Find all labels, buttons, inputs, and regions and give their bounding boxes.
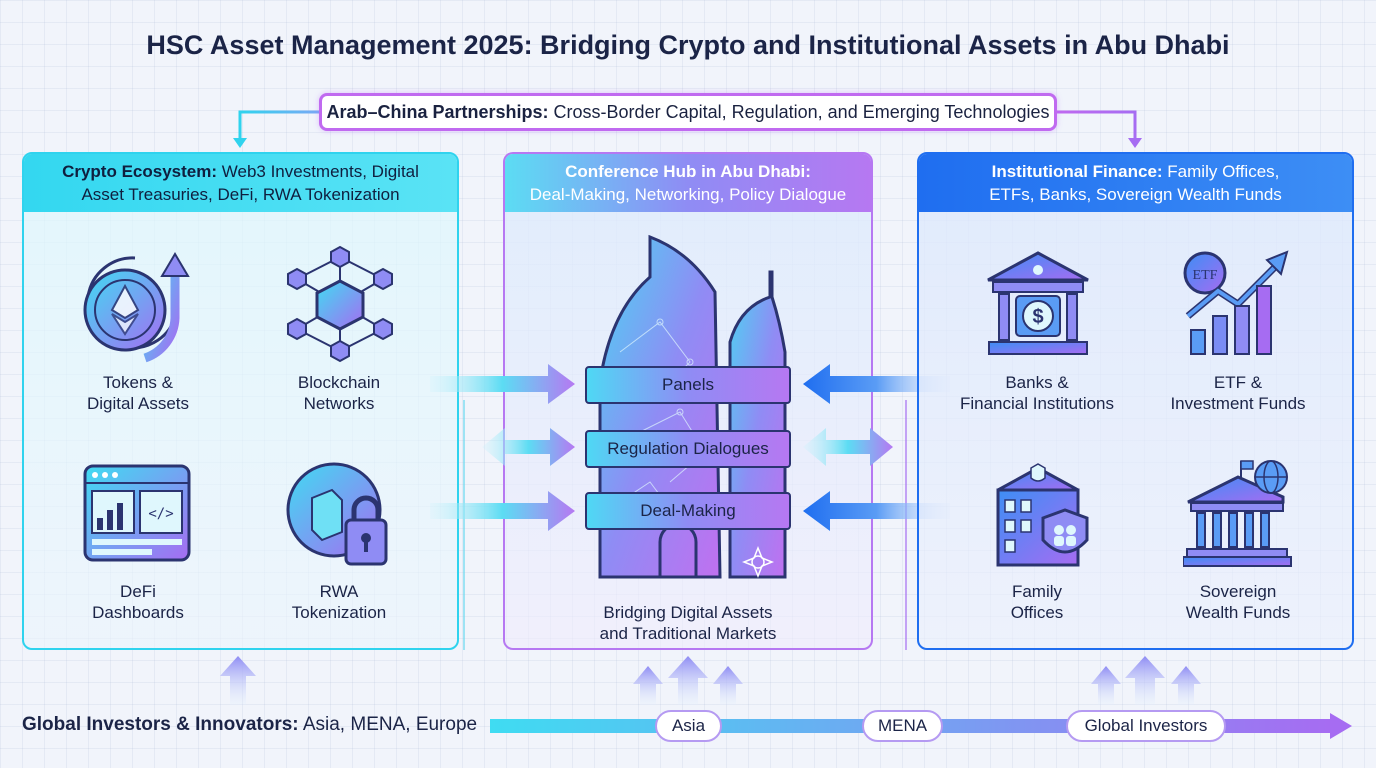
global-text: Asia, MENA, Europe — [302, 714, 478, 735]
regulation-dialogues-band: Regulation Dialogues — [585, 430, 791, 468]
inst-head-bold: Institutional Finance: — [991, 162, 1163, 181]
inst-head-line2: ETFs, Banks, Sovereign Wealth Funds — [989, 185, 1282, 204]
institutional-item-label: ETF &Investment Funds — [1170, 373, 1306, 413]
arrow-right-1 — [430, 364, 575, 404]
svg-text:</>: </> — [148, 506, 173, 522]
institutional-finance-panel: Institutional Finance: Family Offices, E… — [917, 152, 1354, 650]
sovereign-building-icon — [1183, 460, 1292, 567]
banner-text: Cross-Border Capital, Regulation, and Em… — [553, 101, 1050, 122]
global-investors-caption: Global Investors & Innovators: Asia, MEN… — [22, 714, 477, 736]
arrow-left-1 — [803, 364, 950, 404]
pill-global-investors: Global Investors — [1066, 710, 1226, 742]
crypto-panel-header: Crypto Ecosystem: Web3 Investments, Digi… — [24, 154, 457, 212]
etf-chart-icon: ETF — [1183, 250, 1289, 355]
arrow-bidir-left — [482, 428, 575, 466]
arrow-bidir-right — [803, 428, 893, 466]
dashboard-icon: </> — [83, 464, 191, 562]
up-arrow — [220, 656, 256, 705]
arrow-left-2 — [803, 491, 950, 531]
blockchain-network-icon — [287, 245, 393, 363]
crypto-item-label: Tokens &Digital Assets — [86, 373, 190, 413]
up-arrow — [1091, 666, 1121, 705]
ethereum-token-icon — [83, 252, 190, 363]
institutional-item-label: Banks &Financial Institutions — [959, 373, 1115, 413]
crypto-head-bold: Crypto Ecosystem: — [62, 162, 218, 181]
panels-band: Panels — [585, 366, 791, 404]
global-bold: Global Investors & Innovators: — [22, 714, 299, 735]
banner-bold: Arab–China Partnerships: — [326, 101, 549, 122]
family-office-icon — [996, 463, 1089, 567]
crypto-head-line2: Asset Treasuries, DeFi, RWA Tokenization — [81, 185, 400, 204]
pill-asia: Asia — [655, 710, 722, 742]
lock-token-icon — [286, 462, 388, 566]
up-arrow — [633, 666, 663, 705]
bank-icon: $ — [987, 251, 1089, 355]
hub-head-line2: Deal-Making, Networking, Policy Dialogue — [529, 185, 847, 204]
institutional-panel-header: Institutional Finance: Family Offices, E… — [919, 154, 1352, 212]
hub-panel-header: Conference Hub in Abu Dhabi: Deal-Making… — [505, 154, 871, 212]
up-arrow — [713, 666, 743, 705]
pill-mena: MENA — [862, 710, 943, 742]
deal-making-band: Deal-Making — [585, 492, 791, 530]
arrow-right-2 — [430, 491, 575, 531]
hub-head-bold: Conference Hub in Abu Dhabi: — [565, 162, 811, 181]
svg-text:$: $ — [1032, 306, 1043, 328]
up-arrow — [1125, 656, 1165, 705]
svg-text:ETF: ETF — [1193, 268, 1218, 283]
up-arrow — [668, 656, 708, 705]
crypto-head-line1: Web3 Investments, Digital — [221, 162, 419, 181]
page-title: HSC Asset Management 2025: Bridging Cryp… — [146, 30, 1230, 60]
crypto-ecosystem-panel: Crypto Ecosystem: Web3 Investments, Digi… — [22, 152, 459, 650]
inst-head-line1: Family Offices, — [1167, 162, 1280, 181]
up-arrow — [1171, 666, 1201, 705]
partnership-banner: Arab–China Partnerships: Cross-Border Ca… — [319, 93, 1057, 131]
